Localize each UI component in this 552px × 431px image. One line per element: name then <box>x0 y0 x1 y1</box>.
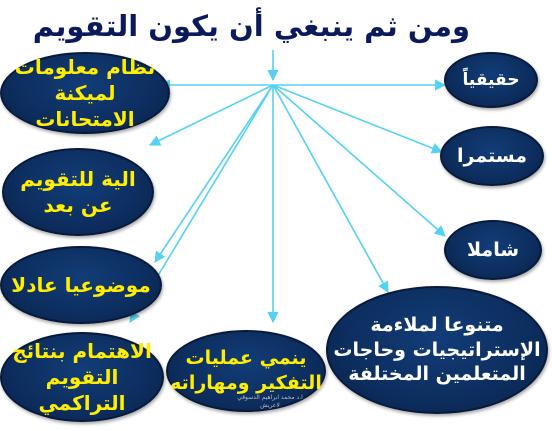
node-continuous: مستمرا <box>440 126 544 186</box>
footnote-line-1: ا.د محمد ابراهيم الدسوقي <box>237 394 303 401</box>
node-3-line-1: موضوعيا عادلا <box>11 273 151 297</box>
node-5-line-1: ينمي عمليات <box>185 347 307 370</box>
node-authentic: حقيقياً <box>444 52 538 108</box>
author-footnote: ا.د محمد ابراهيم الدسوقي لاعريش <box>200 394 340 410</box>
arrow-to-node-3 <box>154 84 274 263</box>
diagram-title: ومن ثم ينبغي أن يكون التقويم <box>32 9 470 43</box>
arrow-to-node-2 <box>148 84 274 146</box>
node-5-line-2: التفكير ومهاراته <box>170 372 322 394</box>
node-information-system: نظام معلومات لميكنة الامتحانات <box>0 52 170 134</box>
node-comprehensive: شاملا <box>444 220 542 280</box>
node-remote-assessment: الية للتقويم عن بعد <box>2 148 154 236</box>
footnote-line-2: لاعريش <box>260 401 280 409</box>
node-2-line-1: الية للتقويم <box>20 167 136 191</box>
node-6-line-3: المتعلمين المختلفة <box>348 363 526 386</box>
node-diverse-strategies: متنوعا لملاءمة الإستراتيجيات وحاجات المت… <box>326 286 548 414</box>
node-cumulative-results: الاهتمام بنتائج التقويم التراكمي <box>0 332 164 422</box>
node-thinking-skills: ينمي عمليات التفكير ومهاراته <box>166 330 326 412</box>
arrow-to-node-8 <box>272 84 444 154</box>
node-6-line-2: الإستراتيجيات وحاجات <box>333 338 541 361</box>
node-6-line-1: متنوعا لملاءمة <box>370 313 504 336</box>
node-1-line-1: نظام معلومات <box>14 55 156 79</box>
node-4-line-2: التقويم التراكمي <box>38 365 126 415</box>
node-objective-fair: موضوعيا عادلا <box>0 246 162 324</box>
node-7-line-1: حقيقياً <box>462 69 520 90</box>
arrow-to-node-6 <box>272 84 389 293</box>
node-4-line-1: الاهتمام بنتائج <box>12 339 152 363</box>
node-8-line-1: مستمرا <box>457 144 527 167</box>
arrow-to-node-9 <box>272 84 446 237</box>
node-2-line-2: عن بعد <box>43 193 113 217</box>
node-1-line-2: لميكنة الامتحانات <box>35 81 135 131</box>
node-9-line-1: شاملا <box>467 238 520 261</box>
